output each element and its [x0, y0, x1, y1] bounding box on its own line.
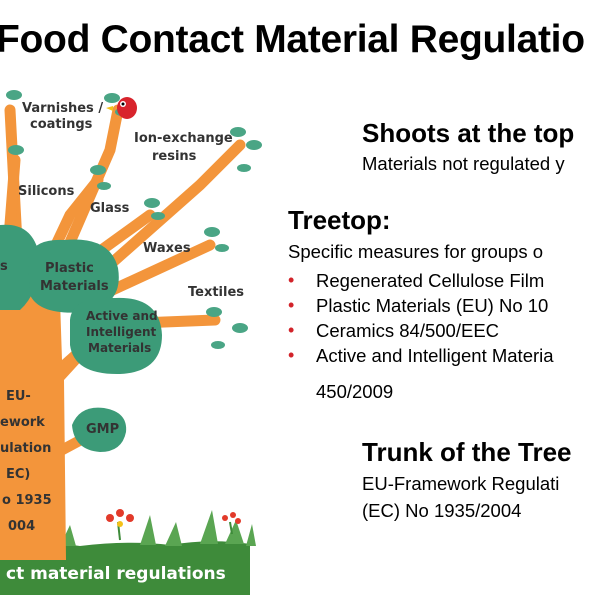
list-item: • Ceramics 84/500/EEC — [288, 318, 554, 343]
label-trunk-4: EC) — [6, 467, 30, 482]
list-item-continuation: 450/2009 — [316, 381, 394, 402]
label-varnishes-2: coatings — [30, 117, 93, 132]
label-trunk-5: o 1935 — [2, 493, 52, 508]
treetop-intro: Specific measures for groups o — [288, 241, 544, 262]
label-active-3: Materials — [88, 341, 151, 355]
list-item: • Active and Intelligent Materia — [288, 343, 554, 368]
bullet-icon: • — [288, 345, 295, 365]
tree-trunk — [0, 300, 96, 560]
treetop-list: • Regenerated Cellulose Film • Plastic M… — [288, 268, 554, 368]
trunk-heading: Trunk of the Tree — [362, 437, 572, 467]
grass-blades — [5, 510, 256, 548]
list-item-text: Active and Intelligent Materia — [316, 345, 554, 366]
label-silicons: Silicons — [18, 184, 75, 199]
label-canopy-left-cut: s — [0, 259, 8, 274]
label-trunk-1: EU- — [6, 389, 31, 404]
branch-leaves — [6, 90, 262, 349]
list-item: • Regenerated Cellulose Film — [288, 268, 554, 293]
flower-icon — [106, 509, 241, 541]
label-trunk-6: 004 — [8, 519, 35, 534]
bird-icon — [106, 97, 137, 119]
bullet-icon: • — [288, 320, 295, 340]
tree-canopy — [0, 224, 162, 452]
label-varnishes-1: Varnishes / — [22, 101, 103, 116]
list-item: • Plastic Materials (EU) No 10 — [288, 293, 554, 318]
label-active-2: Intelligent — [86, 325, 156, 339]
shoots-body: Materials not regulated y — [362, 153, 565, 174]
label-gmp: GMP — [86, 422, 119, 437]
bullet-icon: • — [288, 295, 295, 315]
slide-title: Food Contact Material Regulatio — [0, 18, 585, 61]
label-trunk-2: ework — [0, 415, 45, 430]
label-ion-exchange-2: resins — [152, 149, 197, 164]
shoots-heading: Shoots at the top — [362, 118, 575, 148]
label-textiles: Textiles — [188, 285, 244, 300]
list-item-text: Plastic Materials (EU) No 10 — [316, 295, 549, 316]
label-plastic-2: Materials — [40, 279, 109, 294]
label-waxes: Waxes — [143, 241, 191, 256]
treetop-heading: Treetop: — [288, 205, 391, 235]
tree-illustration: Varnishes / coatings Ion-exchange resins… — [0, 90, 262, 595]
label-ground: ct material regulations — [6, 564, 226, 584]
label-glass: Glass — [90, 201, 130, 216]
list-item-text: Regenerated Cellulose Film — [316, 270, 545, 291]
label-active-1: Active and — [86, 309, 158, 323]
label-ion-exchange-1: Ion-exchange — [134, 131, 233, 146]
label-plastic-1: Plastic — [45, 261, 94, 276]
label-trunk-3: ulation — [0, 441, 51, 456]
trunk-body-line1: EU-Framework Regulati — [362, 473, 560, 494]
trunk-body-line2: (EC) No 1935/2004 — [362, 500, 522, 521]
list-item-text: Ceramics 84/500/EEC — [316, 320, 500, 341]
bullet-icon: • — [288, 270, 295, 290]
